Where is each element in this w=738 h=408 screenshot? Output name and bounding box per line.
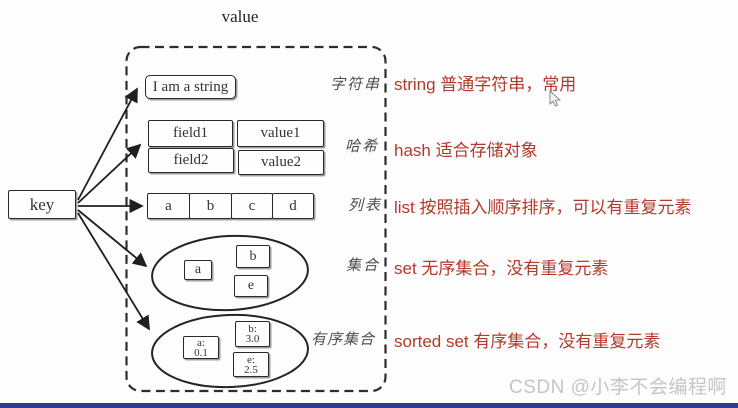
set-item-box: b [236,245,270,268]
sorted-set-member: e: [247,353,255,366]
type-label-sorted-set: 有序集合 [311,332,376,348]
sorted-set-item-box: a: 0.1 [183,336,219,359]
type-label-set: 集合 [346,258,381,274]
sorted-set-member: a: [197,336,205,349]
sorted-set-score: 3.0 [245,333,260,345]
arrow-key-to-zset [77,212,150,331]
arrow-key-to-string [77,87,138,201]
csdn-watermark: CSDN @小李不会编程啊 [509,377,727,398]
list-cell: d [272,193,314,219]
hash-field2-box: field2 [148,148,234,173]
arrow-key-to-hash [77,143,142,204]
string-value-box: I am a string [145,75,236,99]
type-label-hash: 哈希 [345,139,380,155]
sorted-set-score: 0.1 [194,346,208,359]
sorted-set-member: b: [248,323,257,335]
mouse-cursor-icon [549,90,561,107]
list-cell: c [231,193,273,219]
set-item-box: e [234,275,268,297]
key-arrows [77,87,150,331]
hash-field1-box: field1 [148,120,233,147]
annotation-list: list 按照插入顺序排序，可以有重复元素 [394,198,692,217]
annotation-set: set 无序集合，没有重复元素 [394,259,609,278]
sorted-set-ellipse [151,313,309,389]
annotation-string: string 普通字符串，常用 [394,75,577,94]
set-item-box: a [184,260,212,280]
list-cell: b [189,193,232,219]
sorted-set-item-box: b: 3.0 [235,321,270,347]
type-label-list: 列表 [348,198,383,214]
list-cell: a [147,193,190,219]
annotation-hash: hash 适合存储对象 [394,141,538,160]
value-title: value [221,7,259,26]
set-ellipse [151,234,309,312]
key-box: key [8,190,76,219]
sorted-set-score: 2.5 [244,363,258,376]
sorted-set-item-box: e: 2.5 [233,352,269,377]
annotation-sorted-set: sorted set 有序集合，没有重复元素 [394,332,661,351]
arrow-key-to-set [77,209,148,268]
hash-value1-box: value1 [237,120,324,147]
hash-value2-box: value2 [238,150,324,175]
type-label-string: 字符串 [330,77,382,93]
bottom-accent-bar [0,403,738,408]
